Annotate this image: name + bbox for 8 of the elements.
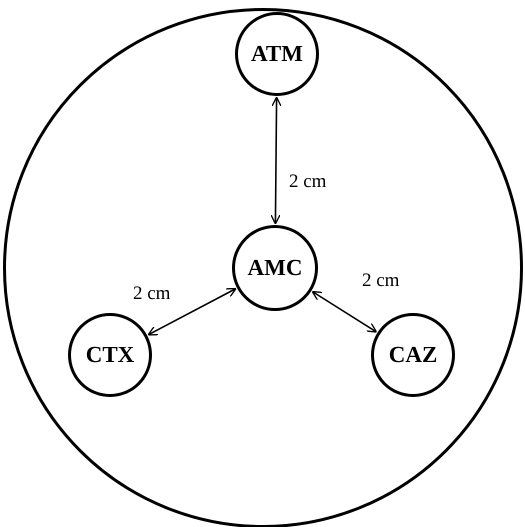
disc-circle: CAZ: [371, 313, 455, 397]
disc-circle: CTX: [68, 313, 152, 397]
double-arrow: [270, 96, 282, 225]
double-arrow: [147, 288, 237, 336]
disc-circle: AMC: [232, 225, 318, 311]
dish-circle: [3, 8, 523, 527]
disc-circle: ATM: [235, 12, 319, 96]
double-arrow: [312, 290, 378, 333]
